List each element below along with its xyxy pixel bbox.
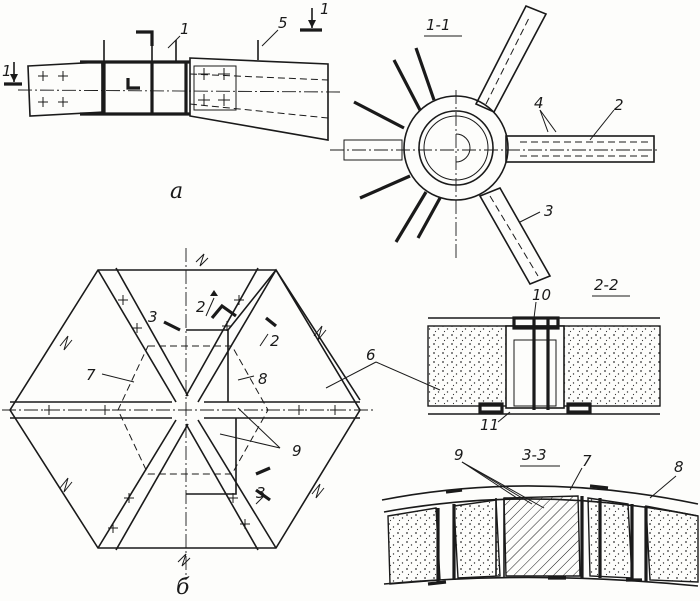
section-2-2-detail: 2-2 10 11 xyxy=(427,276,661,434)
callout-4: 4 xyxy=(534,94,544,112)
callout-6: 6 xyxy=(366,346,376,364)
section-1-1-plan: 1-1 2 3 4 xyxy=(330,4,660,286)
cut-mark-1-left: 1 xyxy=(2,62,12,80)
section-3-3-detail: 3-3 9 7 8 xyxy=(381,446,699,587)
callout-10: 10 xyxy=(532,286,551,304)
section-3-3-title: 3-3 xyxy=(522,446,547,464)
view-b-hexagon-plan: 7 8 6 9 2 2 3 3 б xyxy=(2,248,441,600)
section-1-1-title: 1-1 xyxy=(426,16,451,34)
view-a-elevation: 1 5 1 1 а xyxy=(2,0,341,204)
callout-9-section: 9 xyxy=(454,446,464,464)
cut-mark-3-bottom: 3 xyxy=(256,484,266,502)
bolt-crosses-left xyxy=(38,71,68,107)
callout-11: 11 xyxy=(480,416,499,434)
callout-2: 2 xyxy=(614,96,624,114)
callout-7-section: 7 xyxy=(582,452,592,470)
cut-mark-1-right: 1 xyxy=(320,0,330,18)
view-a-caption: а xyxy=(170,179,183,204)
right-beam xyxy=(189,57,329,141)
callout-7: 7 xyxy=(86,366,96,384)
callout-9: 9 xyxy=(292,442,302,460)
central-key-hatched xyxy=(503,495,581,577)
cut-mark-2-bottom: 2 xyxy=(270,332,280,350)
hexagon-outline xyxy=(9,269,361,549)
cut-mark-2-top: 2 xyxy=(196,298,206,316)
connector-body xyxy=(101,61,187,115)
view-b-caption: б xyxy=(176,575,190,600)
section-2-2-title: 2-2 xyxy=(594,276,619,294)
cut-mark-3-top: 3 xyxy=(148,308,158,326)
callout-5: 5 xyxy=(278,14,288,32)
callout-3: 3 xyxy=(544,202,554,220)
bolt-crosses-right xyxy=(198,68,230,106)
callout-8: 8 xyxy=(258,370,268,388)
callout-8-section: 8 xyxy=(674,458,684,476)
left-beam xyxy=(27,61,105,117)
callout-1: 1 xyxy=(180,20,190,38)
